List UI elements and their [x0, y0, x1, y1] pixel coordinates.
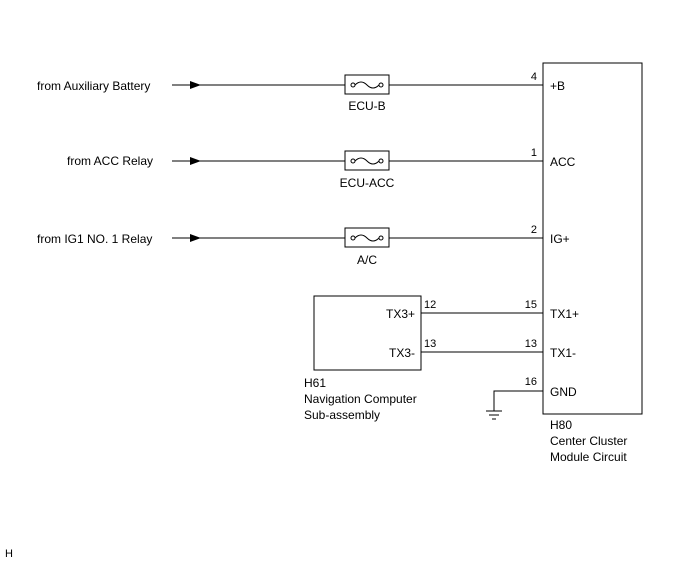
nav-terminal-label: TX3-	[389, 346, 415, 360]
pin-number: 1	[531, 147, 537, 159]
cluster-connector-id: H80	[550, 418, 572, 432]
terminal-label: IG+	[550, 232, 570, 246]
navigation-computer-box	[313, 295, 422, 371]
comm-line-tx-plus: 12 15 TX1+	[421, 299, 579, 321]
fuse-element-icon	[354, 234, 380, 242]
source-label: from IG1 NO. 1 Relay	[37, 232, 152, 246]
ground-icon	[486, 410, 502, 420]
source-row-auxiliary-battery: from Auxiliary Battery ECU-B 4 +B	[37, 71, 565, 113]
fuse-element-icon	[354, 157, 380, 165]
pin-number: 13	[424, 338, 436, 350]
terminal-label: TX1+	[550, 307, 579, 321]
pin-number: 13	[525, 338, 537, 350]
cluster-name-line1: Center Cluster	[550, 434, 627, 448]
pin-number: 4	[531, 71, 537, 83]
fuse-label: ECU-B	[348, 99, 385, 113]
terminal-label: +B	[550, 79, 565, 93]
nav-name-line1: Navigation Computer	[304, 392, 417, 406]
arrow-right-icon	[190, 157, 201, 165]
fuse-element-icon	[354, 81, 380, 89]
ground-connection: 16 GND	[486, 376, 577, 420]
pin-number: 2	[531, 224, 537, 236]
source-row-ig1-relay: from IG1 NO. 1 Relay A/C 2 IG+	[37, 224, 570, 267]
nav-connector-id: H61	[304, 376, 326, 390]
cluster-name-line2: Module Circuit	[550, 450, 627, 464]
terminal-label: GND	[550, 385, 577, 399]
source-label: from ACC Relay	[67, 154, 153, 168]
terminal-label: ACC	[550, 155, 576, 169]
source-label: from Auxiliary Battery	[37, 79, 150, 93]
comm-line-tx-minus: 13 13 TX1-	[421, 338, 576, 360]
corner-mark: H	[5, 548, 13, 560]
pin-number: 15	[525, 299, 537, 311]
fuse-label: ECU-ACC	[340, 176, 395, 190]
nav-terminal-label: TX3+	[386, 307, 415, 321]
pin-number: 12	[424, 299, 436, 311]
pin-number: 16	[525, 376, 537, 388]
arrow-right-icon	[190, 234, 201, 242]
source-row-acc-relay: from ACC Relay ECU-ACC 1 ACC	[67, 147, 576, 190]
arrow-right-icon	[190, 81, 201, 89]
navigation-computer: TX3+ TX3- H61 Navigation Computer Sub-as…	[304, 295, 422, 422]
nav-name-line2: Sub-assembly	[304, 408, 380, 422]
center-cluster-module-box	[542, 62, 643, 415]
terminal-label: TX1-	[550, 346, 576, 360]
fuse-label: A/C	[357, 253, 377, 267]
